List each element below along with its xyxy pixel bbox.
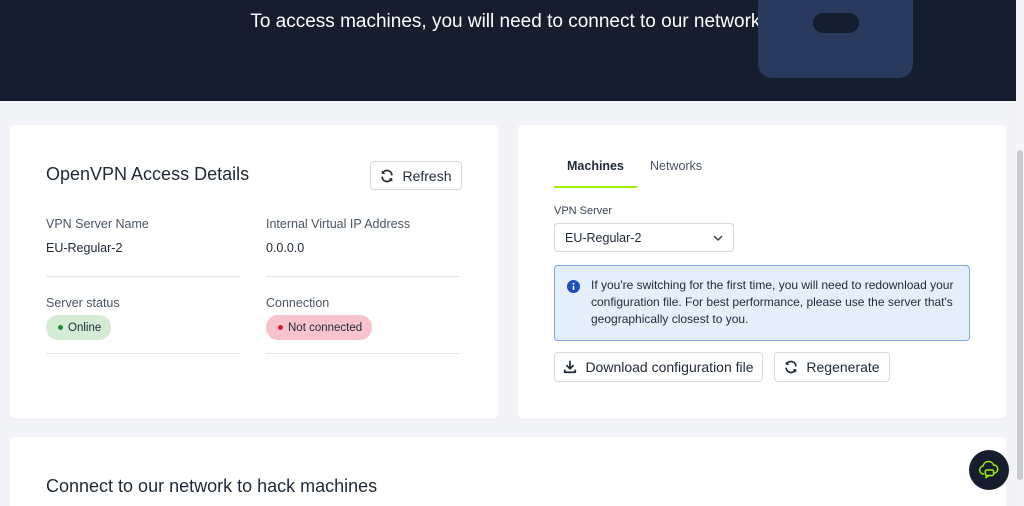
connection-badge-label: Not connected (288, 321, 363, 334)
vpn-server-selected: EU-Regular-2 (565, 230, 642, 245)
hero-illustration-slot (813, 13, 859, 33)
info-alert: If you're switching for the first time, … (554, 265, 970, 341)
card-title: Connect to our network to hack machines (46, 476, 378, 496)
tab-bar: Machines Networks (554, 159, 715, 188)
download-config-label: Download configuration file (585, 359, 754, 375)
hero-illustration (758, 0, 913, 78)
regenerate-button[interactable]: Regenerate (774, 352, 890, 382)
hero-text: To access machines, you will need to con… (250, 11, 766, 32)
internal-ip-field: Internal Virtual IP Address 0.0.0.0 (266, 217, 460, 277)
chat-button[interactable] (969, 450, 1009, 490)
status-badge-label: Online (68, 321, 102, 334)
vpn-config-card: Machines Networks VPN Server EU-Regular-… (518, 125, 1006, 418)
openvpn-access-card: OpenVPN Access Details Refresh VPN Serve… (10, 125, 498, 418)
field-value: EU-Regular-2 (46, 241, 123, 255)
connect-network-card: Connect to our network to hack machines (10, 437, 1006, 506)
field-value: 0.0.0.0 (266, 241, 305, 255)
tab-machines[interactable]: Machines (554, 159, 637, 188)
field-label: Internal Virtual IP Address (266, 217, 411, 231)
info-icon (567, 280, 580, 293)
refresh-label: Refresh (402, 167, 452, 184)
field-label: VPN Server Name (46, 217, 149, 231)
refresh-icon (381, 169, 394, 182)
page-scrollbar[interactable] (1016, 0, 1024, 506)
alert-text: If you're switching for the first time, … (591, 278, 954, 326)
vpn-server-select[interactable]: EU-Regular-2 (554, 223, 734, 252)
download-config-button[interactable]: Download configuration file (554, 352, 763, 382)
connection-dot-icon (278, 325, 283, 330)
field-label: Server status (46, 296, 120, 310)
vpn-server-name-field: VPN Server Name EU-Regular-2 (46, 217, 240, 277)
connection-badge: Not connected (266, 315, 373, 340)
tab-networks[interactable]: Networks (649, 159, 703, 173)
server-status-field: Server status Online (46, 296, 240, 354)
connection-field: Connection Not connected (266, 296, 460, 354)
download-icon (564, 360, 577, 374)
hero-banner: To access machines, you will need to con… (0, 0, 1016, 101)
chat-icon (979, 460, 999, 479)
status-badge-online: Online (46, 315, 112, 340)
field-label: Connection (266, 296, 330, 310)
vpn-server-label: VPN Server (554, 205, 613, 217)
regenerate-label: Regenerate (806, 359, 880, 375)
card-title: OpenVPN Access Details (46, 164, 250, 184)
scrollbar-thumb[interactable] (1017, 150, 1023, 480)
refresh-button[interactable]: Refresh (370, 161, 462, 190)
chevron-down-icon (713, 235, 723, 241)
status-dot-icon (58, 325, 63, 330)
refresh-icon (785, 360, 798, 374)
